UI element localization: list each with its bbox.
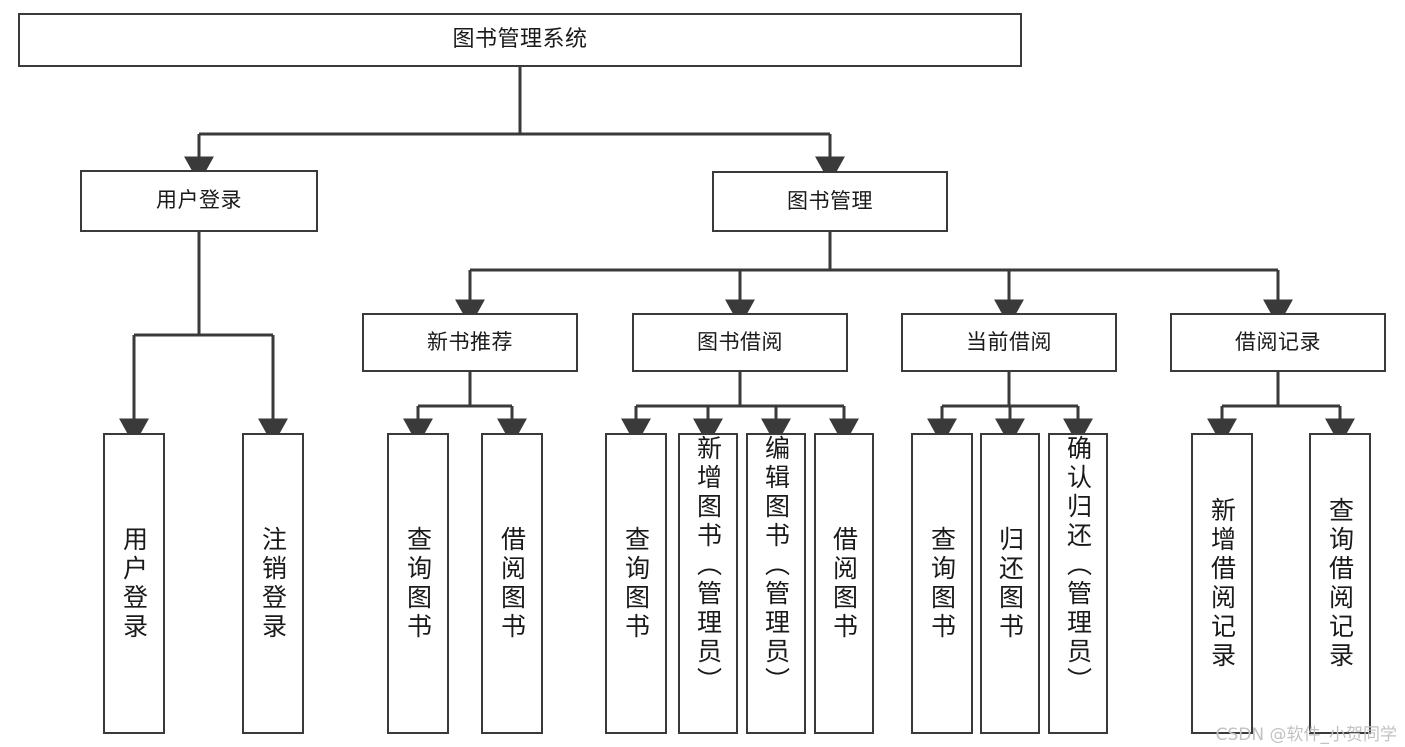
node-label: 注销登录 [258,525,288,642]
node-label: 查询借阅记录 [1325,496,1355,671]
node-label: 查询图书 [927,525,957,642]
node-new-book-recommend[interactable]: 新书推荐 [362,313,578,372]
node-label: 借阅图书 [497,525,527,642]
node-label: 新增图书（管理员） [693,435,723,696]
node-label: 当前借阅 [966,329,1052,354]
leaf-logout-login[interactable]: 注销登录 [242,433,304,734]
node-label: 新书推荐 [427,329,513,354]
node-book-management[interactable]: 图书管理 [712,171,948,232]
leaf-return-book[interactable]: 归还图书 [980,433,1040,734]
node-label: 查询图书 [403,525,433,642]
node-label: 编辑图书（管理员） [761,435,791,696]
leaf-borrow-book-recommend[interactable]: 借阅图书 [481,433,543,734]
node-label: 查询图书 [621,525,651,642]
watermark-csdn: CSDN @软件_小贺同学 [1215,725,1397,745]
node-label: 确认归还（管理员） [1063,435,1093,696]
node-user-login[interactable]: 用户登录 [80,170,318,232]
leaf-query-book-recommend[interactable]: 查询图书 [387,433,449,734]
node-label: 图书管理 [787,188,873,213]
node-borrow-record[interactable]: 借阅记录 [1170,313,1386,372]
node-current-borrow[interactable]: 当前借阅 [901,313,1117,372]
node-label: 归还图书 [995,525,1025,642]
leaf-confirm-return-admin[interactable]: 确认归还（管理员） [1048,433,1108,734]
leaf-borrow-book[interactable]: 借阅图书 [814,433,874,734]
leaf-add-book-admin[interactable]: 新增图书（管理员） [678,433,738,734]
node-label: 用户登录 [119,525,149,642]
leaf-query-borrow-record[interactable]: 查询借阅记录 [1309,433,1371,734]
node-label: 新增借阅记录 [1207,496,1237,671]
leaf-add-borrow-record[interactable]: 新增借阅记录 [1191,433,1253,734]
leaf-query-book-current[interactable]: 查询图书 [911,433,973,734]
node-label: 图书借阅 [697,329,783,354]
node-label: 图书管理系统 [452,26,588,52]
leaf-query-book-borrow[interactable]: 查询图书 [605,433,667,734]
leaf-edit-book-admin[interactable]: 编辑图书（管理员） [746,433,806,734]
node-label: 借阅图书 [829,525,859,642]
node-book-borrow[interactable]: 图书借阅 [632,313,848,372]
node-label: 用户登录 [156,188,242,213]
node-label: 借阅记录 [1235,329,1321,354]
node-root-book-management-system[interactable]: 图书管理系统 [18,13,1022,67]
leaf-user-login[interactable]: 用户登录 [103,433,165,734]
